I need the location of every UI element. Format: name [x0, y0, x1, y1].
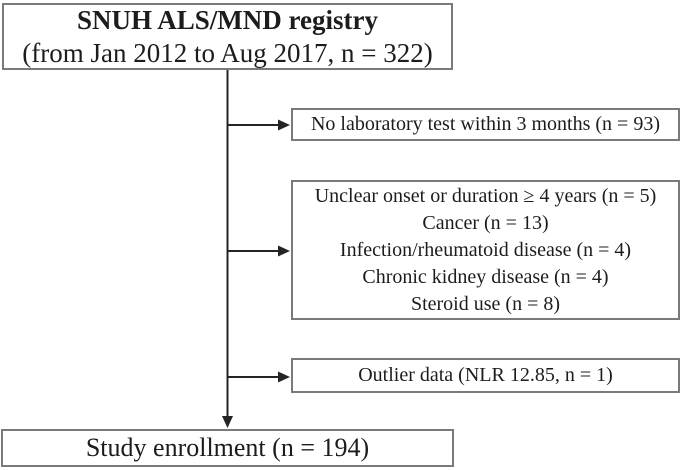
arrowhead-right-icon — [278, 371, 290, 383]
arrowhead-right-icon — [278, 245, 290, 257]
exclusion-box-outlier: Outlier data (NLR 12.85, n = 1) — [291, 358, 680, 393]
arrowhead-down-icon — [222, 416, 233, 428]
exclusion-line: Outlier data (NLR 12.85, n = 1) — [358, 364, 613, 386]
exclusion-line: Cancer (n = 13) — [422, 211, 549, 234]
arrowhead-right-icon — [278, 119, 290, 131]
exclusion-line: Infection/rheumatoid disease (n = 4) — [339, 238, 632, 261]
exclusion-line: No laboratory test within 3 months (n = … — [310, 113, 660, 135]
exclusion-box-no-lab-test: No laboratory test within 3 months (n = … — [291, 108, 680, 141]
study-enrollment-label: Study enrollment (n = 194) — [85, 433, 370, 462]
study-enrollment-box: Study enrollment (n = 194) — [1, 429, 454, 467]
exclusion-line: Unclear onset or duration ≥ 4 years (n =… — [314, 184, 657, 207]
registry-title: SNUH ALS/MND registry — [77, 4, 378, 35]
registry-subtitle: (from Jan 2012 to Aug 2017, n = 322) — [22, 37, 433, 68]
exclusion-box-clinical-criteria: Unclear onset or duration ≥ 4 years (n =… — [291, 180, 680, 320]
exclusion-line: Chronic kidney disease (n = 4) — [362, 265, 609, 288]
exclusion-line: Steroid use (n = 8) — [410, 292, 561, 315]
registry-source-box: SNUH ALS/MND registry (from Jan 2012 to … — [2, 3, 453, 70]
